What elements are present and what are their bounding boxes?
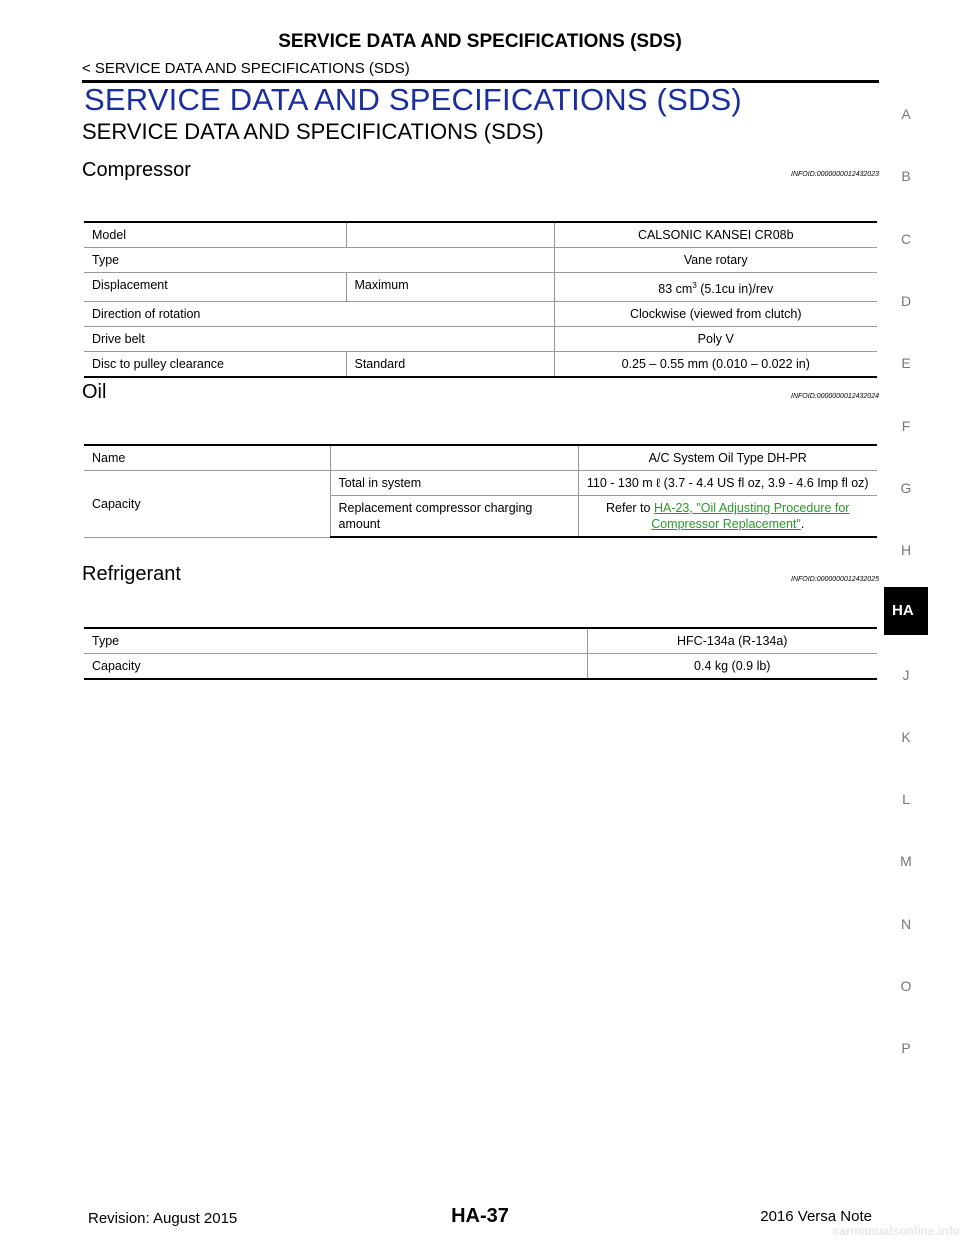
refrigerant-table: Type HFC-134a (R-134a) Capacity 0.4 kg (… [84,627,877,680]
disp-value-post: (5.1cu in)/rev [696,282,774,296]
side-index-ha-tab[interactable]: HA [884,587,928,635]
cell-value: HFC-134a (R-134a) [586,627,877,654]
side-index-b[interactable]: B [901,168,911,184]
table-row: Type Vane rotary [84,247,877,273]
cell-value: 83 cm3 (5.1cu in)/rev [553,272,877,302]
side-index-k[interactable]: K [901,729,911,745]
cell-sublabel: Replacement compressor charging amount [329,495,578,538]
table-row: Disc to pulley clearance Standard 0.25 –… [84,351,877,378]
disp-value-pre: 83 cm [658,282,693,296]
cell-sublabel: Standard [345,351,554,378]
cell-label: Drive belt [84,326,554,352]
cell-label: Direction of rotation [84,301,554,327]
cell-value: Clockwise (viewed from clutch) [553,301,877,327]
cell-label: Capacity [84,470,330,538]
main-title: SERVICE DATA AND SPECIFICATIONS (SDS) [84,82,742,117]
table-row: Capacity Total in system 110 - 130 m ℓ (… [84,470,877,538]
cell-empty [329,444,578,471]
side-index-l[interactable]: L [902,791,910,807]
table-row: Replacement compressor charging amount R… [84,495,877,538]
header-divider [82,80,879,83]
compressor-table: Model CALSONIC KANSEI CR08b Type Vane ro… [84,221,877,378]
cell-label: Name [84,444,330,471]
cell-sublabel: Maximum [345,272,554,302]
cell-empty [345,221,554,248]
cell-value: Poly V [553,326,877,352]
cell-label: Disc to pulley clearance [84,351,346,378]
refer-text: Refer to [606,501,654,515]
section-title-refrigerant: Refrigerant [82,563,181,585]
cell-value: 0.4 kg (0.9 lb) [586,653,877,680]
cell-label: Model [84,221,346,248]
table-row: Displacement Maximum 83 cm3 (5.1cu in)/r… [84,272,877,302]
sub-title: SERVICE DATA AND SPECIFICATIONS (SDS) [82,119,544,144]
side-index-g[interactable]: G [900,480,912,496]
disp-value-sup: 3 [692,280,697,290]
cell-label: Capacity [84,653,587,680]
table-row: Model CALSONIC KANSEI CR08b [84,221,877,248]
table-row: Drive belt Poly V [84,326,877,352]
side-index-a[interactable]: A [901,106,911,122]
table-row: Capacity 0.4 kg (0.9 lb) [84,653,877,680]
table-row: Direction of rotation Clockwise (viewed … [84,301,877,327]
footer-model: 2016 Versa Note [760,1208,872,1225]
refer-end: . [800,517,805,531]
cell-label: Type [84,247,554,273]
oil-procedure-link[interactable]: HA-23, "Oil Adjusting Procedure for Comp… [651,501,850,531]
watermark: carmanualsonline.info [832,1224,960,1238]
infoid-oil: INFOID:0000000012432024 [791,393,879,400]
oil-table: Name A/C System Oil Type DH-PR Capacity … [84,444,877,538]
side-index-p[interactable]: P [901,1040,911,1056]
cell-value: Refer to HA-23, "Oil Adjusting Procedure… [577,495,877,538]
cell-value: 110 - 130 m ℓ (3.7 - 4.4 US fl oz, 3.9 -… [577,470,877,496]
footer-revision: Revision: August 2015 [88,1210,238,1227]
side-index-n[interactable]: N [900,916,912,932]
side-index-h[interactable]: H [900,542,912,558]
breadcrumb[interactable]: < SERVICE DATA AND SPECIFICATIONS (SDS) [82,60,410,77]
infoid-compressor: INFOID:0000000012432023 [791,171,879,178]
section-title-compressor: Compressor [82,159,191,181]
cell-value: A/C System Oil Type DH-PR [577,444,877,471]
side-index-f[interactable]: F [901,418,911,434]
table-row: Name A/C System Oil Type DH-PR [84,444,877,471]
cell-value: 0.25 – 0.55 mm (0.010 – 0.022 in) [553,351,877,378]
cell-value: Vane rotary [553,247,877,273]
side-index-e[interactable]: E [901,355,911,371]
footer-page-number: HA-37 [451,1205,509,1227]
cell-label: Type [84,627,587,654]
side-index-o[interactable]: O [900,978,912,994]
page-header-title: SERVICE DATA AND SPECIFICATIONS (SDS) [278,31,682,52]
side-index-c[interactable]: C [900,231,912,247]
table-row: Type HFC-134a (R-134a) [84,627,877,654]
cell-value: CALSONIC KANSEI CR08b [553,221,877,248]
section-title-oil: Oil [82,381,107,403]
cell-sublabel: Total in system [329,470,578,496]
side-index-j[interactable]: J [902,667,910,683]
side-index-d[interactable]: D [900,293,912,309]
cell-label: Displacement [84,272,346,302]
side-index-m[interactable]: M [900,853,912,869]
infoid-refrigerant: INFOID:0000000012432025 [791,576,879,583]
